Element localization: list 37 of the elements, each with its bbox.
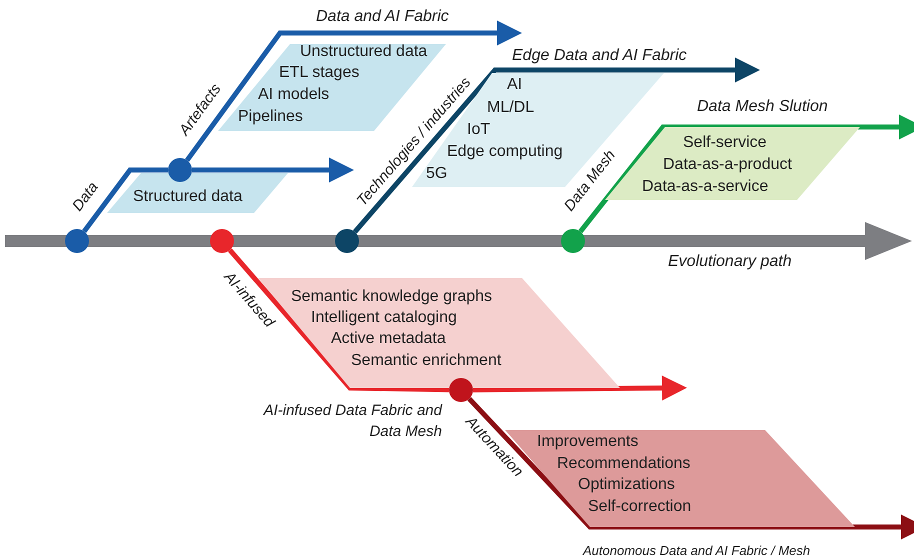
list-item: Improvements <box>537 432 638 452</box>
timeline-dot <box>335 229 359 253</box>
list-item: AI models <box>258 85 330 105</box>
arrow <box>185 20 522 162</box>
list-item: Pipelines <box>238 107 303 127</box>
list-item: Intelligent cataloging <box>311 308 457 328</box>
caption-text: Data Mesh Slution <box>697 97 828 117</box>
arrow <box>192 158 354 182</box>
caption-text: Evolutionary path <box>668 252 792 272</box>
list-item: Recommendations <box>557 454 690 474</box>
list-item: IoT <box>467 121 490 140</box>
list-item: Self-correction <box>588 497 692 517</box>
arrow <box>472 376 687 401</box>
list-item: Optimizations <box>578 475 675 495</box>
list-item: Semantic enrichment <box>351 351 502 371</box>
list-item: Data-as-a-product <box>663 155 792 175</box>
list-item: Unstructured data <box>300 42 428 62</box>
arrow <box>578 114 914 234</box>
caption-text: AI-infused Data Fabric and Data Mesh <box>262 401 442 442</box>
list-item: Semantic knowledge graphs <box>291 287 492 307</box>
timeline-dot <box>561 229 585 253</box>
arrow <box>352 58 760 234</box>
list-item: Self-service <box>683 133 767 153</box>
timeline-dot <box>65 229 89 253</box>
timeline-dot <box>210 229 234 253</box>
caption-text: Data and AI Fabric <box>316 7 449 27</box>
caption-text: Edge Data and AI Fabric <box>512 46 687 66</box>
caption-text: Autonomous Data and AI Fabric / Mesh <box>583 542 810 558</box>
list-item: Structured data <box>133 187 242 207</box>
list-item: ETL stages <box>279 63 360 83</box>
list-item: Data-as-a-service <box>642 177 768 197</box>
list-item: 5G <box>426 164 448 184</box>
list-item: ML/DL <box>487 98 534 118</box>
list-item: AI <box>507 75 522 95</box>
list-item: Active metadata <box>331 329 446 349</box>
list-item: Edge computing <box>447 142 563 162</box>
arrow <box>467 397 914 540</box>
